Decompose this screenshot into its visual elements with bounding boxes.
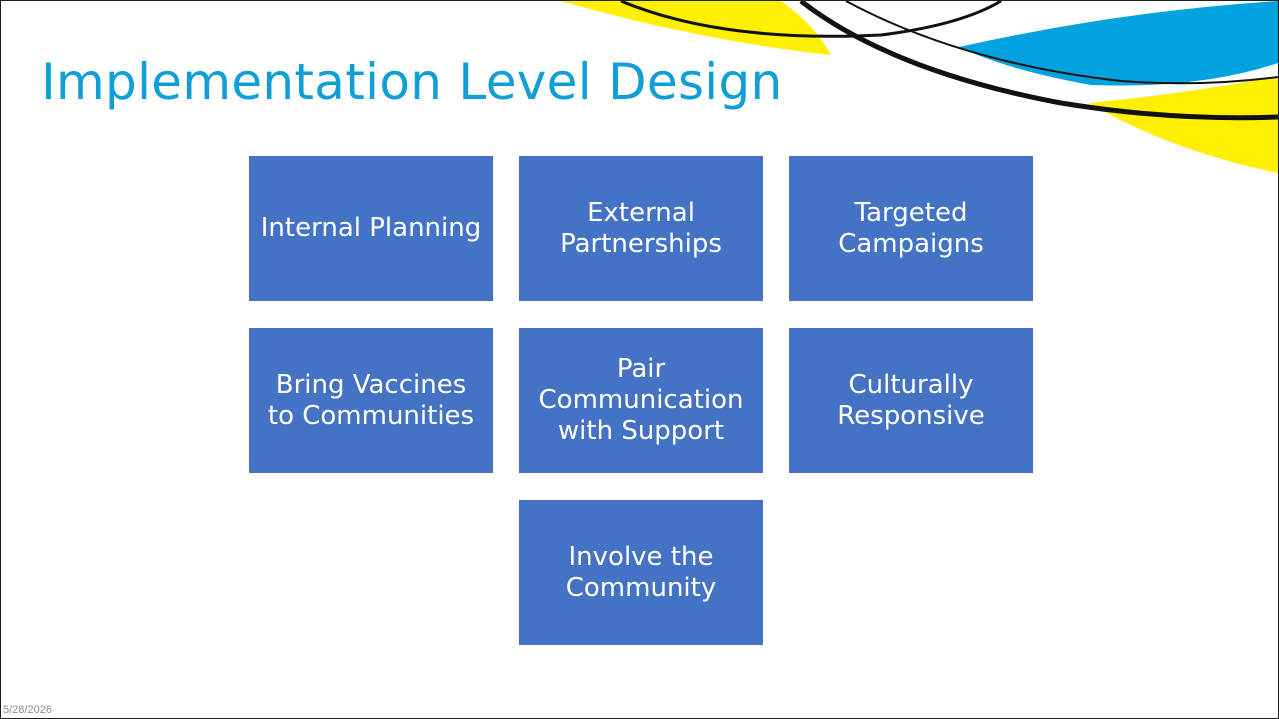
box-internal-planning: Internal Planning [249,156,493,301]
swoosh-line-2 [799,1,1278,121]
box-label: Pair Communication with Support [538,354,744,446]
box-label: Bring Vaccines to Communities [267,369,475,431]
box-involve-community: Involve the Community [519,500,763,645]
yellow-ribbon-right [1089,76,1278,173]
slide-title: Implementation Level Design [41,53,783,111]
box-pair-communication: Pair Communication with Support [519,328,763,473]
box-label: External Partnerships [560,197,722,259]
box-label: Targeted Campaigns [838,197,984,259]
box-label: Culturally Responsive [837,369,985,431]
slide-date: 5/28/2026 [3,704,52,716]
box-bring-vaccines: Bring Vaccines to Communities [249,328,493,473]
swoosh-line-3 [845,1,1278,85]
box-label: Involve the Community [565,541,717,603]
box-label: Internal Planning [260,213,482,243]
box-culturally-responsive: Culturally Responsive [789,328,1033,473]
blue-ribbon [959,1,1278,86]
swoosh-line-1 [620,1,1002,38]
box-external-partnerships: External Partnerships [519,156,763,301]
box-targeted-campaigns: Targeted Campaigns [789,156,1033,301]
yellow-ribbon-top [561,1,831,55]
